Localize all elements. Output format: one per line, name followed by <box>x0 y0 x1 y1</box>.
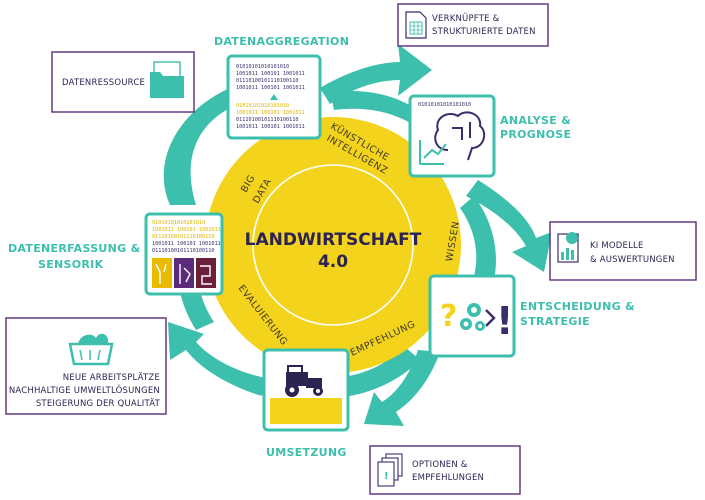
cycle-arrows <box>163 44 552 426</box>
binary-row-6: 1001011 100101 1001011 <box>236 110 305 116</box>
analyse-bin-1: 01010101010101010 <box>418 102 471 108</box>
folder-icon <box>150 61 184 98</box>
outer-ring <box>205 117 461 373</box>
documents-icon: ! <box>377 453 403 487</box>
sensor-bin-5: 01110100101110100110 <box>152 248 214 254</box>
binary-row-4: 1001011 100101 1001011 <box>236 85 305 91</box>
stage-datenaggregation: DATENAGGREGATION <box>214 35 349 48</box>
output-ki-modelle-line2: & AUSWERTUNGEN <box>590 255 675 265</box>
output-verknuepfte-line2: STRUKTURIERTE DATEN <box>432 27 536 37</box>
binary-row-1: 01010101010101010 <box>236 64 289 70</box>
stage-umsetzung: UMSETZUNG <box>266 446 347 459</box>
sensor-bin-3: 01110100101110100110 <box>152 234 214 240</box>
spreadsheet-icon <box>405 11 427 39</box>
arrow-entscheidung-to-optionen <box>364 350 440 426</box>
stage-datenerfassung-2: SENSORIK <box>38 258 104 271</box>
chart-line-icon <box>419 140 447 165</box>
output-ki-modelle-line1: KI MODELLE <box>590 241 644 251</box>
exclamation-icon: ! <box>496 299 513 343</box>
box-datenaggregation: 01010101010101010 1001011 100101 1001011… <box>226 54 322 140</box>
gears-icon <box>460 303 485 331</box>
chevron-right-icon <box>485 309 496 327</box>
svg-text:!: ! <box>384 471 389 482</box>
brain-icon <box>434 111 486 161</box>
box-analyse: 01010101010101010 <box>408 94 496 178</box>
binary-row-7: 01110100101110100110 <box>236 117 298 123</box>
stage-datenerfassung-1: DATENERFASSUNG & <box>8 242 141 255</box>
question-icon: ? <box>440 299 457 334</box>
binary-row-2: 1001011 100101 1001011 <box>236 71 305 77</box>
output-datenressource: DATENRESSOURCE <box>51 51 195 113</box>
sensor-chip-purple-icon <box>174 258 194 288</box>
output-optionen-line2: EMPFEHLUNGEN <box>412 473 484 483</box>
arrow-analyse-to-ki-modelle <box>466 180 552 272</box>
output-datenressource-label: DATENRESSOURCE <box>62 78 145 88</box>
binary-row-5: 01010101010101010 <box>236 103 289 109</box>
report-chart-icon <box>557 232 579 263</box>
binary-row-3: 01110100101110100110 <box>236 78 298 84</box>
stage-entscheidung-1: ENTSCHEIDUNG & <box>520 300 635 313</box>
output-nutzen-line3: STEIGERUNG DER QUALITÄT <box>36 398 161 409</box>
binary-row-8: 1001011 100101 1001011 <box>236 124 305 130</box>
box-sensorik: 01010101010101010 1001011 100101 1001011… <box>144 212 224 296</box>
sensor-bin-4: 1001011 100101 1001011 <box>152 241 221 247</box>
stage-entscheidung-2: STRATEGIE <box>520 315 590 328</box>
basket-icon <box>68 333 114 366</box>
stage-analyse-1: ANALYSE & <box>500 114 571 127</box>
arrow-to-entscheidung <box>460 196 496 280</box>
output-verknuepfte-line1: VERKNÜPFTE & <box>432 13 500 24</box>
inner-circle <box>252 164 414 326</box>
sensor-bin-1: 01010101010101010 <box>152 220 205 226</box>
arrow-aggregation-to-verknuepfte <box>320 44 432 104</box>
output-optionen-line1: OPTIONEN & <box>412 460 468 470</box>
stage-analyse-2: PROGNOSE <box>500 128 571 141</box>
sensor-bin-2: 1001011 100101 1001011 <box>152 227 221 233</box>
arrow-umsetzung-to-nutzen <box>168 322 266 396</box>
output-nutzen: NEUE ARBEITSPLÄTZE NACHHALTIGE UMWELTLÖS… <box>5 317 167 415</box>
output-nutzen-line2: NACHHALTIGE UMWELTLÖSUNGEN <box>9 385 160 396</box>
box-umsetzung <box>262 348 350 432</box>
tractor-icon <box>285 365 323 397</box>
output-ki-modelle: KI MODELLE & AUSWERTUNGEN <box>549 221 697 281</box>
arrow-to-umsetzung <box>334 346 420 398</box>
output-optionen: ! OPTIONEN & EMPFEHLUNGEN <box>369 445 521 495</box>
center-title-line1: LANDWIRTSCHAFT <box>245 230 422 250</box>
output-verknuepfte: VERKNÜPFTE & STRUKTURIERTE DATEN <box>397 3 549 47</box>
sensor-chip-yellow-icon <box>152 258 172 288</box>
arrow-to-analyse <box>330 90 418 124</box>
up-arrow-icon <box>270 94 278 100</box>
box-entscheidung: ? ! <box>428 274 516 358</box>
output-nutzen-line1: NEUE ARBEITSPLÄTZE <box>63 372 160 383</box>
center-title-line2: 4.0 <box>318 252 348 272</box>
